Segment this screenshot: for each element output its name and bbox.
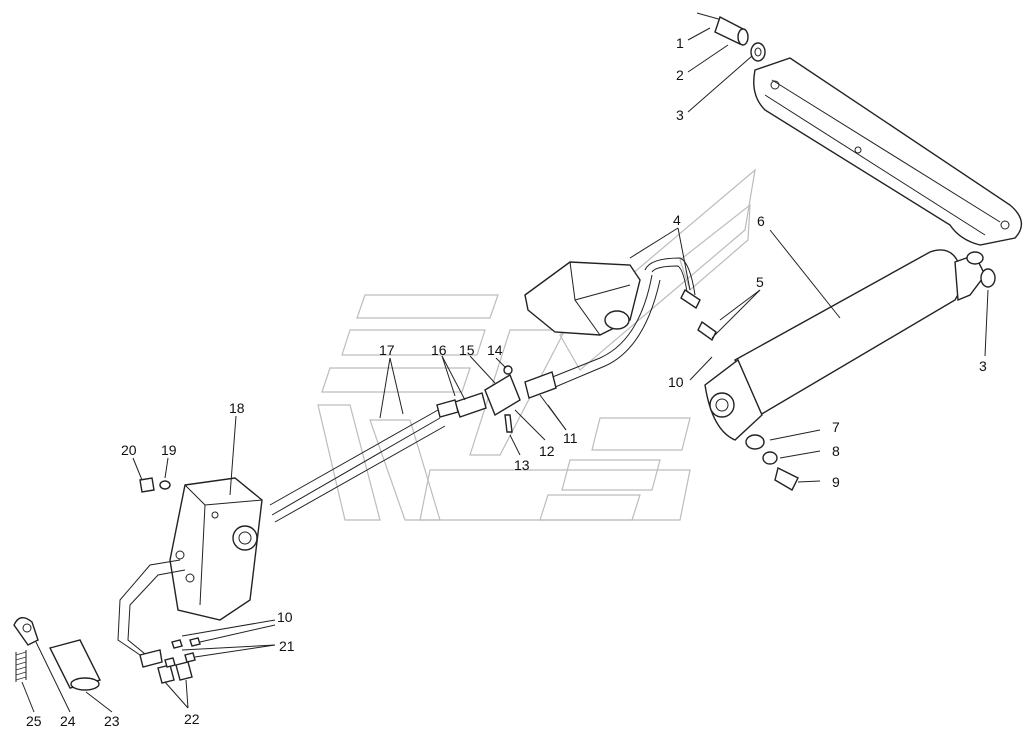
guard-plate — [753, 57, 1023, 246]
pin-assembly — [696, 12, 766, 62]
hydraulic-cylinder — [704, 249, 996, 441]
callout-7: 7 — [832, 419, 840, 435]
callout-6: 6 — [757, 213, 765, 229]
long-lines — [269, 409, 446, 523]
callout-3-top: 3 — [676, 107, 684, 123]
callout-20: 20 — [121, 442, 137, 458]
leader-lines — [21, 27, 989, 713]
callout-10-right: 10 — [668, 374, 684, 390]
bolt-washer — [139, 477, 171, 493]
eye-bolt-spring-sleeve — [13, 617, 102, 691]
cylinder-fasteners — [745, 434, 799, 491]
callout-18: 18 — [229, 400, 245, 416]
callout-1: 1 — [676, 35, 684, 51]
callout-4: 4 — [673, 212, 681, 228]
watermark-logo — [317, 168, 756, 521]
callout-14: 14 — [487, 342, 503, 358]
valve-lines — [117, 559, 186, 659]
callout-24: 24 — [60, 713, 76, 729]
block-fitting — [436, 365, 521, 433]
callout-23: 23 — [104, 713, 120, 729]
callout-22: 22 — [184, 711, 200, 727]
callout-15: 15 — [459, 342, 475, 358]
callout-12: 12 — [539, 443, 555, 459]
callout-17: 17 — [379, 342, 395, 358]
hydraulic-lines — [524, 257, 717, 399]
callout-13: 13 — [514, 457, 530, 473]
callout-25: 25 — [26, 713, 42, 729]
callout-8: 8 — [832, 443, 840, 459]
distributor-valve — [169, 477, 263, 621]
callout-9: 9 — [832, 474, 840, 490]
lower-fittings — [139, 637, 201, 684]
callout-10-left: 10 — [277, 609, 293, 625]
callout-19: 19 — [161, 442, 177, 458]
callout-3-right: 3 — [979, 358, 987, 374]
callouts: 1 2 3 3 4 5 6 7 8 9 10 10 11 12 13 14 15… — [26, 35, 987, 729]
callout-16: 16 — [431, 342, 447, 358]
callout-21: 21 — [279, 638, 295, 654]
bracket — [524, 261, 641, 336]
callout-11: 11 — [563, 430, 578, 446]
callout-5: 5 — [756, 274, 764, 290]
callout-2: 2 — [676, 67, 684, 83]
